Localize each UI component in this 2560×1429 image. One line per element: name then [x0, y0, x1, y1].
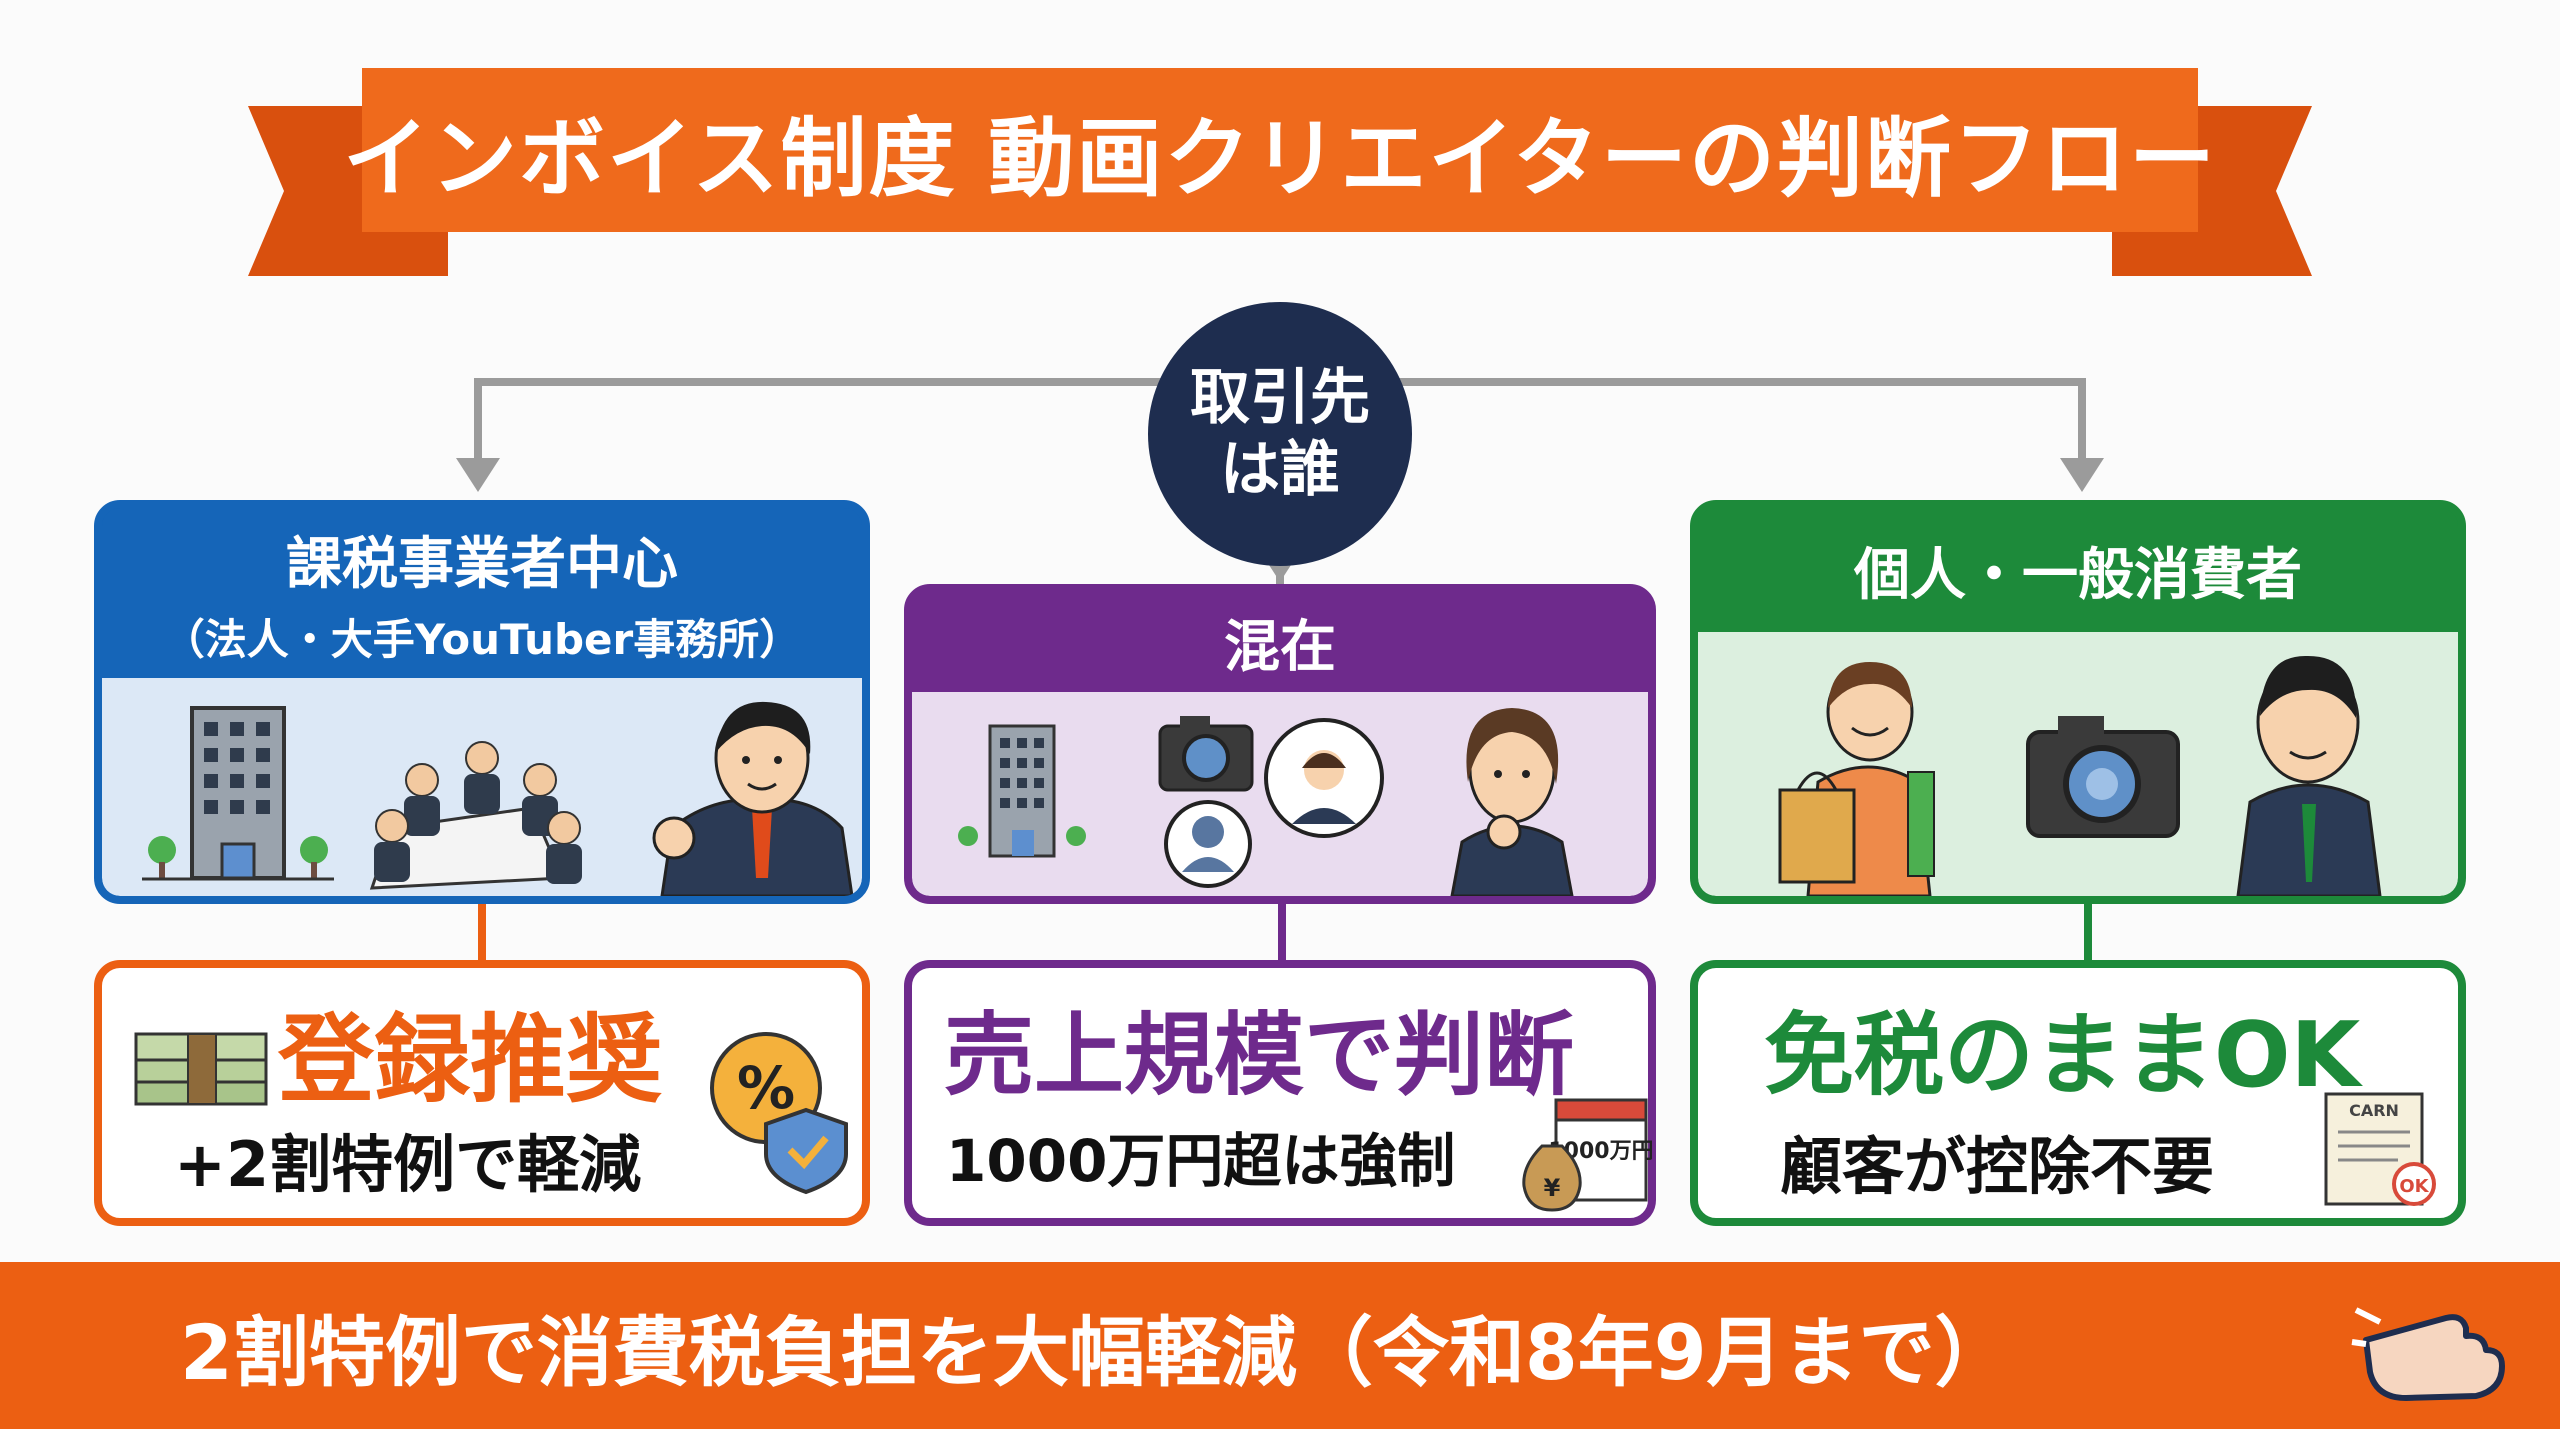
camera-icon: [1158, 716, 1254, 792]
result-sub: +2割特例で軽減: [174, 1128, 642, 1201]
category-title: 個人・一般消費者: [1854, 542, 2302, 608]
category-mixed: 混在: [904, 584, 1656, 904]
office-building-icon: [142, 701, 854, 896]
category-subtitle: （法人・大手YouTuber事務所）: [162, 615, 802, 664]
result-sub: 1000万円超は強制: [946, 1127, 1456, 1195]
result-judge-by-sales: 売上規模で判断 1000万円超は強制 1000万円 ¥: [904, 960, 1656, 1226]
category-title: 課税事業者中心: [286, 532, 678, 597]
title-ribbon: インボイス制度 動画クリエイターの判断フロー: [343, 68, 2215, 232]
pointing-hand-icon: [2351, 1307, 2505, 1401]
person-circle-icon: [1164, 800, 1252, 888]
result-register-recommended: 登録推奨 +2割特例で軽減 %: [94, 960, 870, 1226]
footer-text: 2割特例で消費税負担を大幅軽減（令和8年9月まで）: [180, 1307, 2011, 1397]
footer-banner: 2割特例で消費税負担を大幅軽減（令和8年9月まで）: [0, 1262, 2560, 1429]
receipt-header: CARN: [2349, 1101, 2399, 1120]
mixed-illustration: [958, 708, 1574, 896]
root-line2: は誰: [1220, 435, 1340, 505]
result-main: 免税のままOK: [1764, 1003, 2361, 1108]
office-building-icon: [958, 724, 1086, 858]
connector-right-down: [2078, 378, 2086, 458]
category-title: 混在: [1224, 614, 1336, 680]
category-taxable-business: 課税事業者中心 （法人・大手YouTuber事務所）: [94, 500, 870, 904]
arrow-right: [2060, 458, 2104, 492]
result-main: 売上規模で判断: [944, 1003, 1574, 1108]
arrow-left: [456, 458, 500, 492]
result-main: 登録推奨: [278, 1004, 662, 1116]
receipt-ok-icon: CARN OK: [2324, 1092, 2436, 1206]
link-green: [2084, 904, 2092, 960]
connector-left-down: [474, 378, 482, 458]
svg-text:%: %: [737, 1054, 795, 1122]
result-sub: 顧客が控除不要: [1780, 1130, 2215, 1203]
page-title: インボイス制度 動画クリエイターの判断フロー: [343, 108, 2217, 209]
person-circle-icon-woman: [1264, 718, 1384, 838]
businessman-icon: [2236, 655, 2382, 896]
consumer-illustration: [1778, 655, 2382, 896]
percent-shield-icon: %: [710, 1032, 848, 1195]
meeting-table-icon: [369, 741, 582, 890]
root-node-question: 取引先 は誰: [1148, 302, 1412, 566]
svg-text:¥: ¥: [1544, 1174, 1561, 1202]
office-building-icon-shape: [142, 706, 334, 881]
money-stack-icon: [134, 1032, 268, 1106]
result-tax-exempt-ok: 免税のままOK 顧客が控除不要 CARN OK: [1690, 960, 2466, 1226]
businessman-icon: [652, 701, 854, 896]
link-blue: [478, 904, 486, 960]
receipt-stamp: OK: [2399, 1176, 2429, 1197]
root-line1: 取引先: [1190, 363, 1370, 433]
camera-icon: [2026, 716, 2180, 838]
category-individual-consumer: 個人・一般消費者: [1690, 500, 2466, 904]
link-purple: [1278, 904, 1286, 960]
money-bag-calendar-icon: 1000万円 ¥: [1522, 1098, 1652, 1212]
shopper-icon: [1778, 662, 1935, 896]
thinking-woman-icon: [1450, 708, 1574, 896]
